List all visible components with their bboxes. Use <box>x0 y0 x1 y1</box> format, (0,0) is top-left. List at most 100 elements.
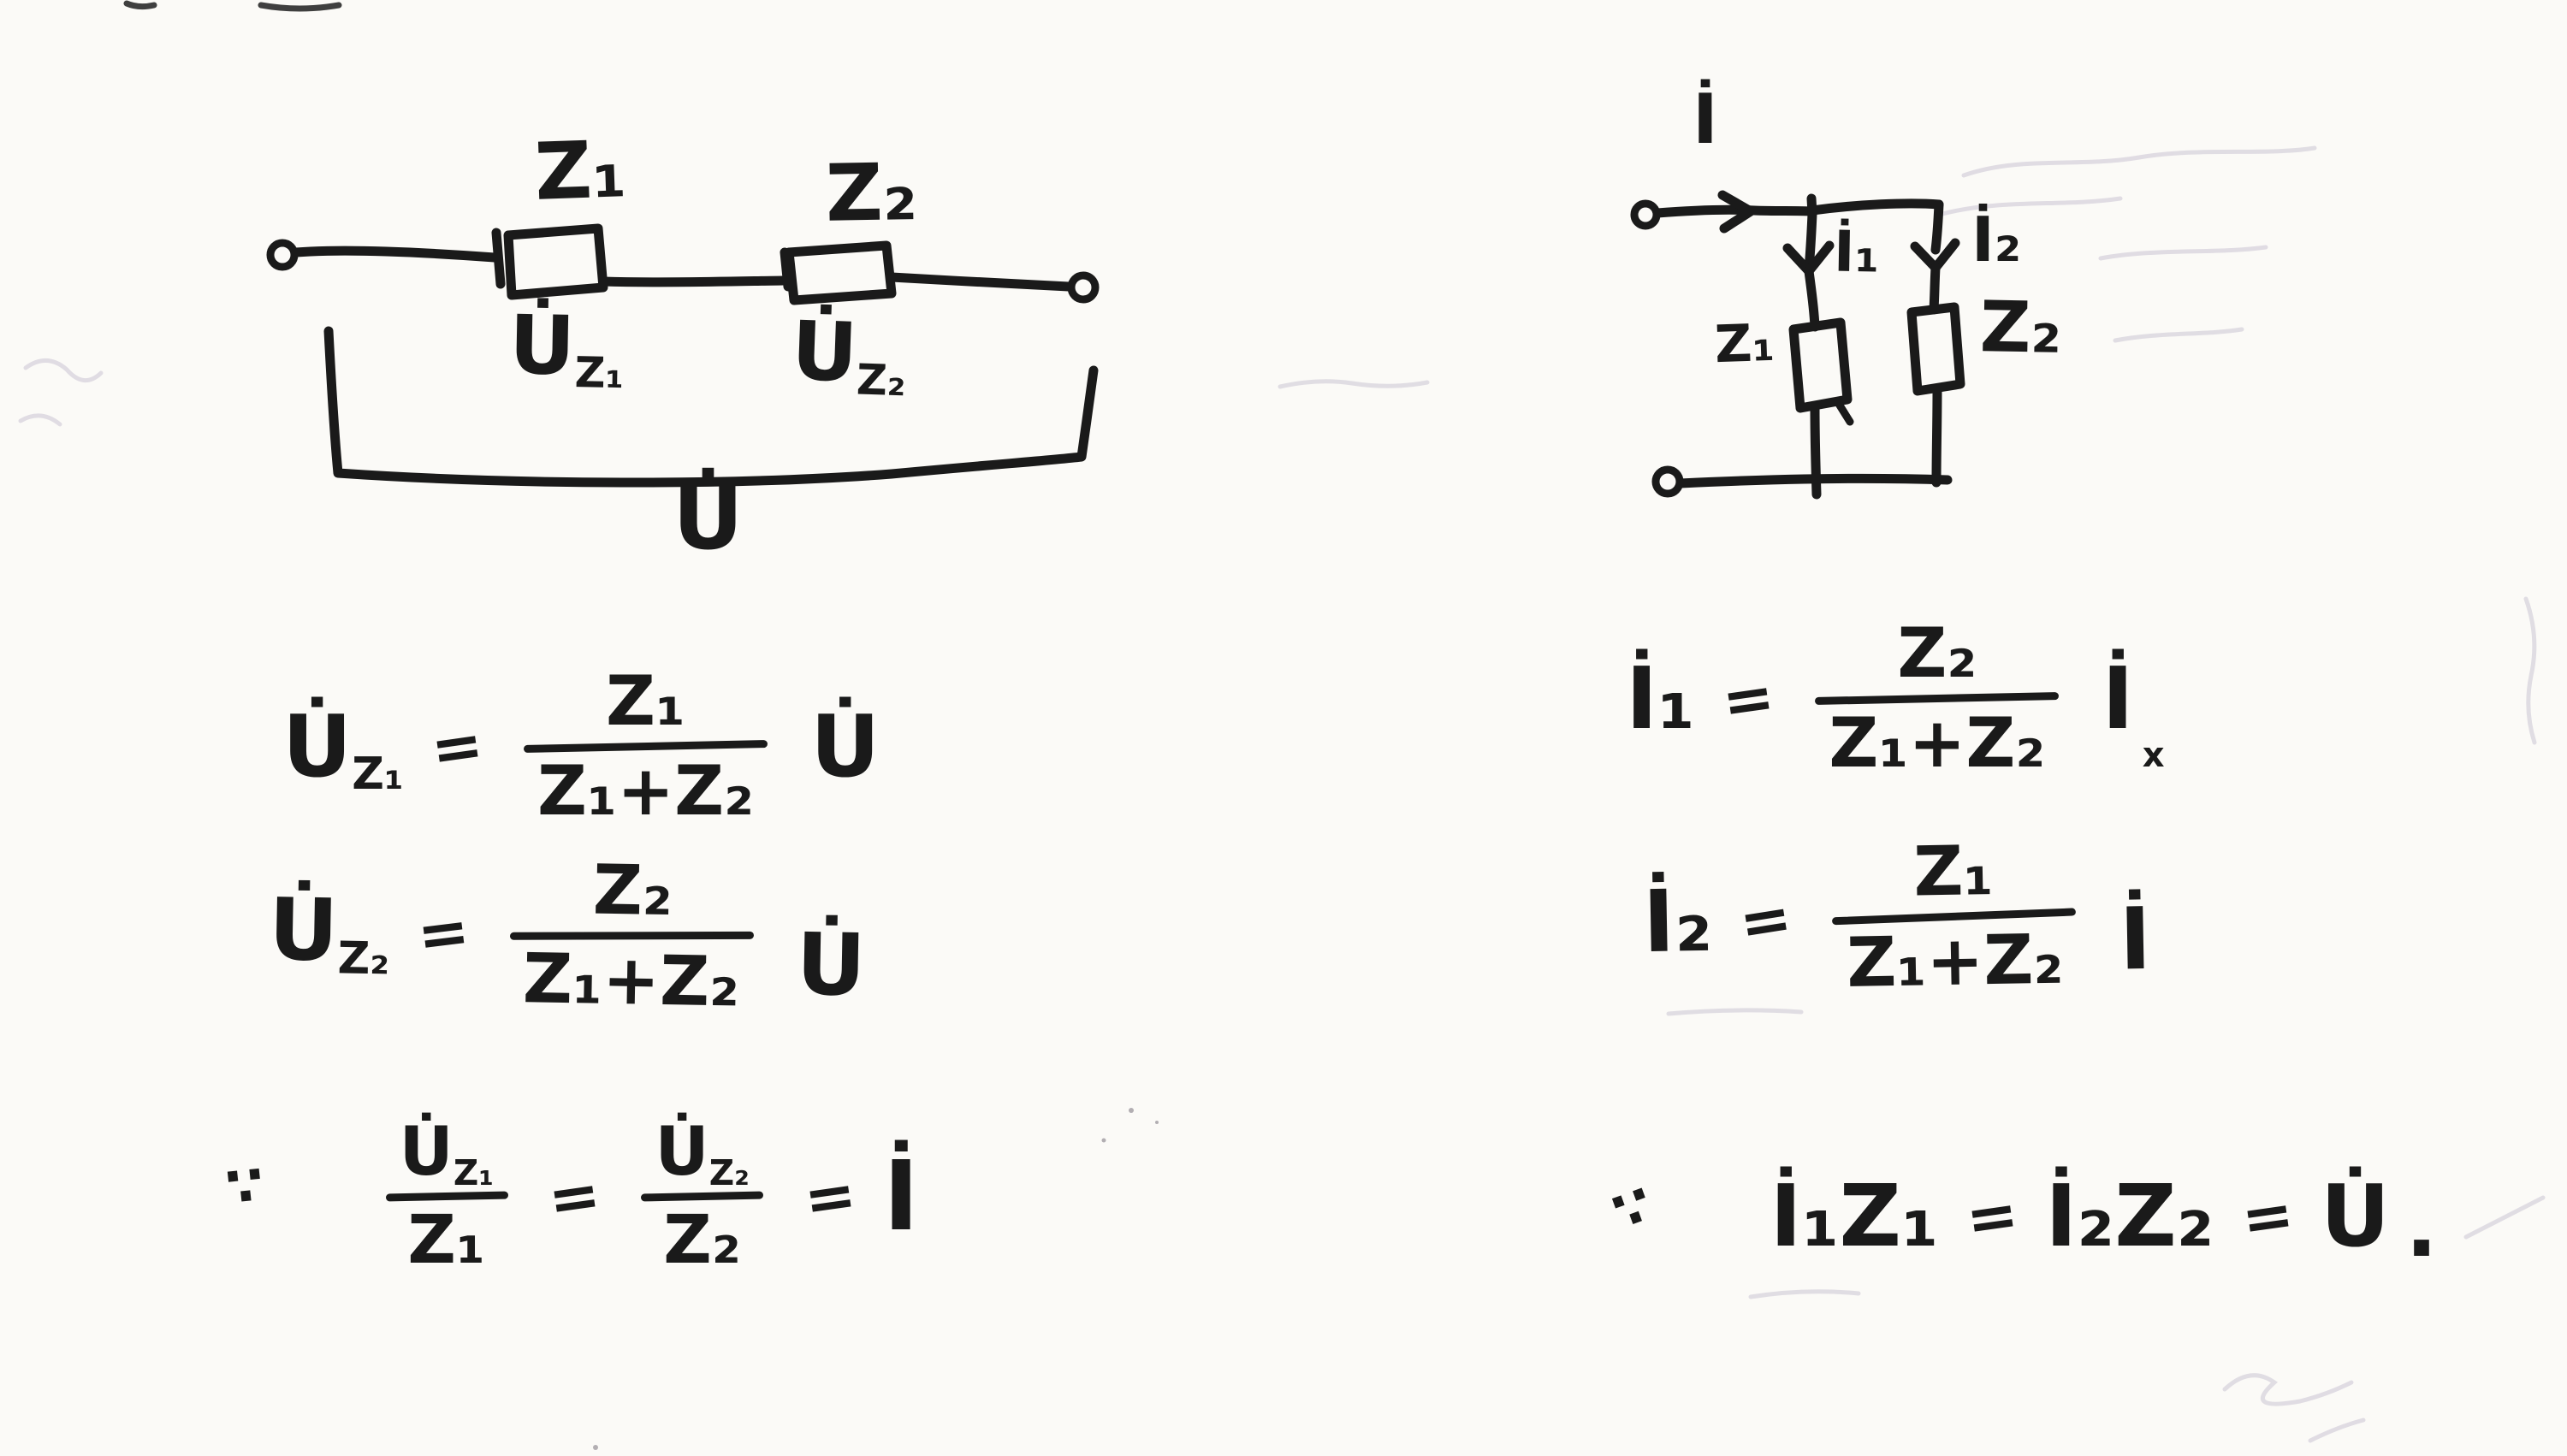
equation-voltage-divider-1: U̇Z₁ = Z₁ Z₁+Z₂ U̇ <box>282 660 880 832</box>
equation-lhs: İ₁ <box>1626 648 1696 749</box>
wire-input <box>1652 204 1816 218</box>
equation-rhs: İ <box>2102 648 2134 749</box>
branch2-wire-upper <box>1930 199 1944 255</box>
label-z1-series: Z₁ <box>533 123 628 218</box>
impedance-box-z1-tick <box>491 228 506 289</box>
equals-sign: = <box>412 893 473 972</box>
impedance-box-z1 <box>503 223 608 300</box>
label-voltage-z1: U̇Z₁ <box>508 298 625 398</box>
cutoff-ink-stub <box>123 0 157 10</box>
branch1-wire-lower <box>1810 403 1822 500</box>
terminal-bottom-icon <box>1651 465 1684 498</box>
cutoff-ink-stub <box>258 2 342 12</box>
label-voltage-z2: U̇Z₂ <box>790 304 907 406</box>
equation-rhs: U̇ <box>2320 1166 2391 1266</box>
period-mark: . <box>2405 1176 2439 1276</box>
wire-right <box>886 272 1074 292</box>
pencil-smudge <box>1278 379 1430 389</box>
fraction-numerator: Z₁ <box>1912 831 1995 912</box>
wire-middle <box>598 275 788 287</box>
equation-voltage-divider-2: U̇Z₂ = Z₂ Z₁+Z₂ U̇ <box>267 843 868 1026</box>
bottom-rail <box>1675 473 1953 488</box>
fraction-denominator: Z₁ <box>407 1202 486 1279</box>
impedance-box-z1-overshoot <box>1833 397 1854 426</box>
terminal-left-icon <box>266 239 299 271</box>
voltage-bracket <box>323 326 1099 488</box>
pencil-smudge <box>1666 1008 1804 1016</box>
pencil-smudge <box>2113 327 2244 343</box>
impedance-box-z2 <box>784 240 897 305</box>
fraction: Z₂ Z₁+Z₂ <box>1815 613 2060 784</box>
label-z2-series: Z₂ <box>825 146 918 240</box>
equals-sign: = <box>543 1157 605 1236</box>
equals-sign: = <box>1734 879 1797 960</box>
pencil-smudge <box>2523 596 2537 745</box>
equals-sign: = <box>1717 659 1779 738</box>
impedance-box-z2-parallel <box>1906 302 1965 396</box>
series-circuit-drawing <box>266 223 1100 488</box>
fraction-denominator: Z₂ <box>663 1202 741 1279</box>
equals-sign: = <box>1961 1177 2023 1256</box>
current-arrow-right-icon <box>1717 190 1756 234</box>
pencil-smudge <box>1748 1289 1861 1299</box>
wire-left <box>291 246 500 263</box>
branch2-wire-mid <box>1929 263 1941 315</box>
pencil-smudge <box>2222 1373 2354 1406</box>
equation-lhs: İ₁Z₁ <box>1770 1166 1939 1266</box>
scan-speck <box>593 1445 598 1450</box>
series-circuit-figure: Z₁ Z₂ U̇Z₁ U̇Z₂ U̇ <box>240 120 1198 616</box>
equals-sign: = <box>799 1157 861 1236</box>
fraction-denominator: Z₁+Z₂ <box>1829 703 2046 783</box>
fraction: Z₁ Z₁+Z₂ <box>1831 828 2078 1004</box>
equation-lhs: U̇Z₂ <box>268 879 390 985</box>
equation-lhs: İ₂ <box>1642 870 1714 972</box>
scan-speck <box>1101 1138 1106 1143</box>
because-symbol: ∵ <box>1604 1173 1662 1246</box>
pencil-smudge <box>2098 245 2268 261</box>
scan-speck <box>1129 1108 1134 1113</box>
stray-pen-mark: x <box>2142 736 2165 775</box>
equation-rhs: U̇ <box>795 914 867 1015</box>
equation-rhs: İ <box>2118 888 2153 989</box>
branch2-wire-lower <box>1931 386 1942 488</box>
fraction-numerator: Z₂ <box>1897 613 1977 693</box>
fraction-denominator: Z₁+Z₂ <box>537 751 755 831</box>
pencil-smudge <box>1940 196 2123 216</box>
equation-equal-current: ∵ U̇Z₁ Z₁ = U̇Z₂ Z₂ = İ <box>222 1112 919 1281</box>
label-z1-parallel: Z₁ <box>1713 312 1776 376</box>
label-current-total: İ <box>1693 80 1718 159</box>
scan-speck <box>1155 1121 1159 1124</box>
equation-rhs: İ <box>883 1140 919 1252</box>
equation-mid: İ₂Z₂ <box>2045 1166 2214 1266</box>
parallel-circuit-figure: İ İ₁ İ₂ Z₁ Z₂ <box>1626 86 2105 582</box>
fraction-denominator: Z₁+Z₂ <box>1846 919 2065 1003</box>
label-z2-parallel: Z₂ <box>1979 287 2063 370</box>
equation-current-divider-2: İ₂ = Z₁ Z₁+Z₂ İ <box>1641 827 2152 1008</box>
pencil-smudge <box>2308 1418 2366 1443</box>
equation-lhs: U̇Z₁ <box>282 695 404 801</box>
equals-sign: = <box>2236 1177 2298 1256</box>
fraction-numerator: U̇Z₂ <box>655 1114 750 1194</box>
label-voltage-total: U̇ <box>673 468 744 570</box>
fraction-denominator: Z₁+Z₂ <box>522 938 741 1022</box>
pencil-smudge <box>18 413 62 427</box>
fraction: U̇Z₁ Z₁ <box>385 1112 508 1281</box>
branch1-wire-mid <box>1804 266 1820 332</box>
fraction: U̇Z₂ Z₂ <box>641 1112 763 1281</box>
fraction-bar <box>509 931 755 940</box>
label-current-i2: İ₂ <box>1971 204 2022 275</box>
label-current-i1: İ₁ <box>1833 218 1881 286</box>
fraction: Z₂ Z₁+Z₂ <box>508 848 756 1024</box>
impedance-box-z1-parallel <box>1788 317 1853 413</box>
pencil-smudge <box>1961 145 2317 178</box>
fraction-numerator: Z₁ <box>606 661 686 741</box>
top-rail <box>1807 198 1944 216</box>
equation-equal-voltage: ∵ İ₁Z₁ = İ₂Z₂ = U̇ . <box>1604 1166 2438 1270</box>
terminal-right-icon <box>1067 271 1100 304</box>
because-symbol: ∵ <box>222 1153 268 1222</box>
fraction-numerator: Z₂ <box>592 849 673 932</box>
fraction-numerator: U̇Z₁ <box>399 1114 495 1194</box>
equation-current-divider-1: İ₁ = Z₂ Z₁+Z₂ İ x <box>1626 613 2165 784</box>
pencil-smudge <box>2463 1195 2546 1240</box>
